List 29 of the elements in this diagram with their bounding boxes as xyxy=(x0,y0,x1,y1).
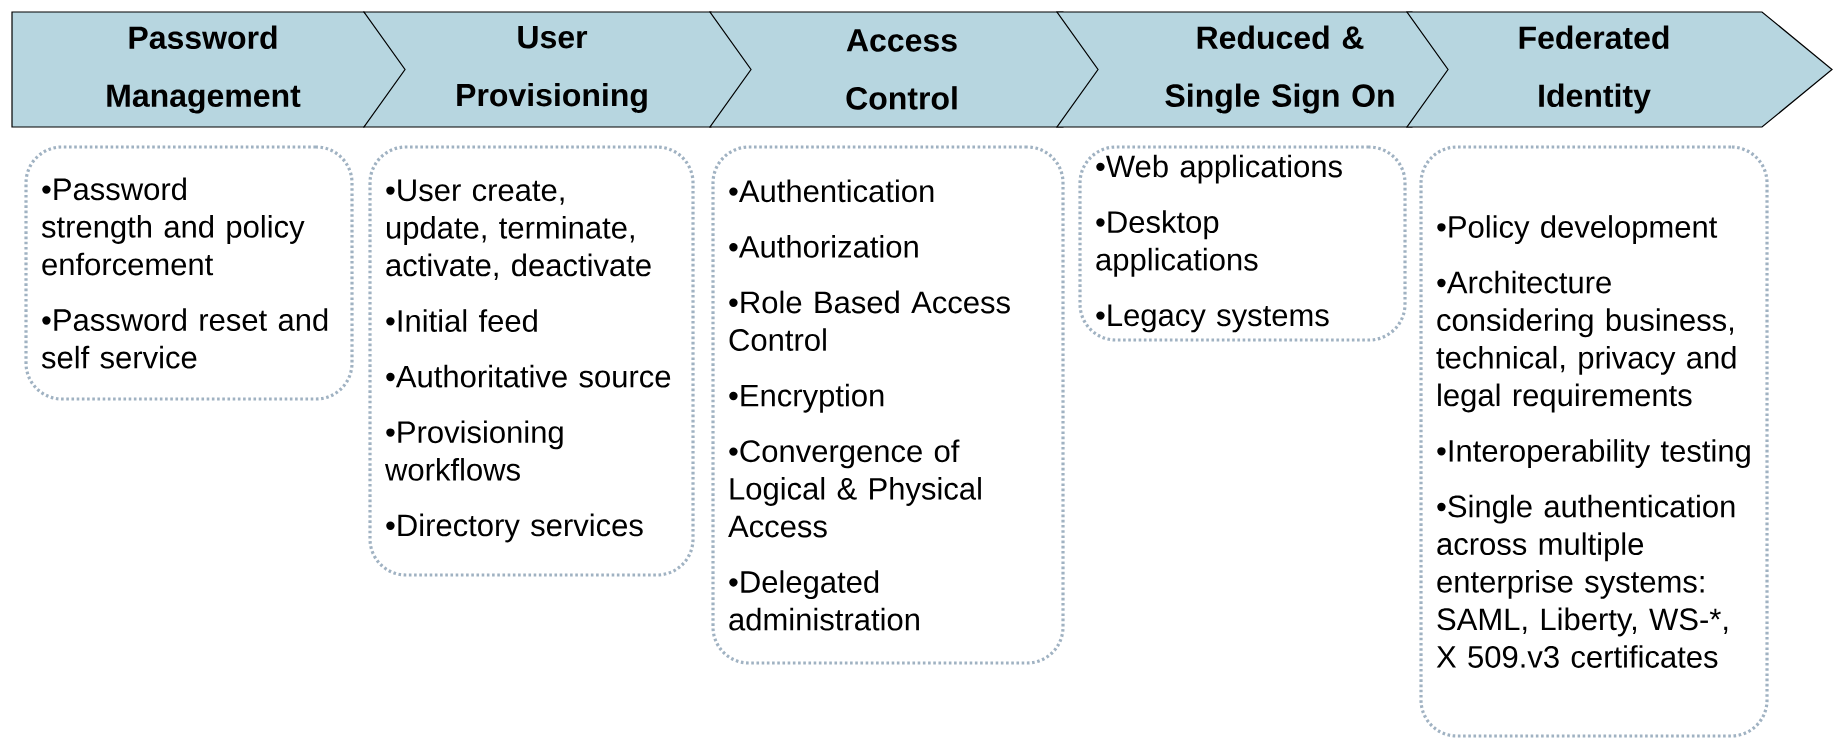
bullet-text: •Encryption xyxy=(729,383,884,413)
bullet-text: •Delegated administration xyxy=(729,570,919,631)
bullet-text: •Password strength and policy enforcement xyxy=(41,177,305,276)
process-stage: Federated Identity xyxy=(1405,11,1833,128)
bullet-text: •Authoritative source xyxy=(386,364,671,388)
bullet-text: •Authorization xyxy=(729,235,918,258)
bullet-text: •Directory services xyxy=(386,513,643,543)
bullet-text: •User create, update, terminate, activate, deactivate xyxy=(386,179,651,280)
bullet-text: •Provisioning workflows xyxy=(385,420,563,481)
bullet-text: •Role Based Access Control xyxy=(729,290,1010,351)
bullet-text: •Single authentication across multiple enterprise systems: SAML, Liberty, WS-*, X 509.v3 certificates xyxy=(1436,494,1735,668)
bullet-text: •Architecture considering business, technical, privacy and legal requirements xyxy=(1436,270,1736,413)
bullet-text: •Convergence of Logical & Physical Access xyxy=(728,439,981,538)
process-stage: Access Control xyxy=(708,11,1134,128)
dotted-box xyxy=(1078,145,1407,342)
bullet-text: •Initial feed xyxy=(386,309,537,332)
bullet-text: •Legacy systems xyxy=(1096,304,1329,333)
dotted-box xyxy=(24,145,354,401)
dotted-box xyxy=(1419,145,1769,738)
bullet-text: •Authentication xyxy=(729,179,934,203)
dotted-box xyxy=(368,145,695,577)
node-label: Federated Identity xyxy=(1519,25,1669,114)
bullet-text: •Policy development xyxy=(1437,215,1718,244)
dotted-box xyxy=(711,145,1065,665)
bullet-text: •Web applications xyxy=(1096,154,1342,184)
bullet-text: •Password reset and self service xyxy=(41,308,328,369)
process-stage: User Provisioning xyxy=(362,11,782,128)
bullet-text: •Desktop applications xyxy=(1096,210,1258,277)
bullet-text: •Interoperability testing xyxy=(1437,439,1750,468)
